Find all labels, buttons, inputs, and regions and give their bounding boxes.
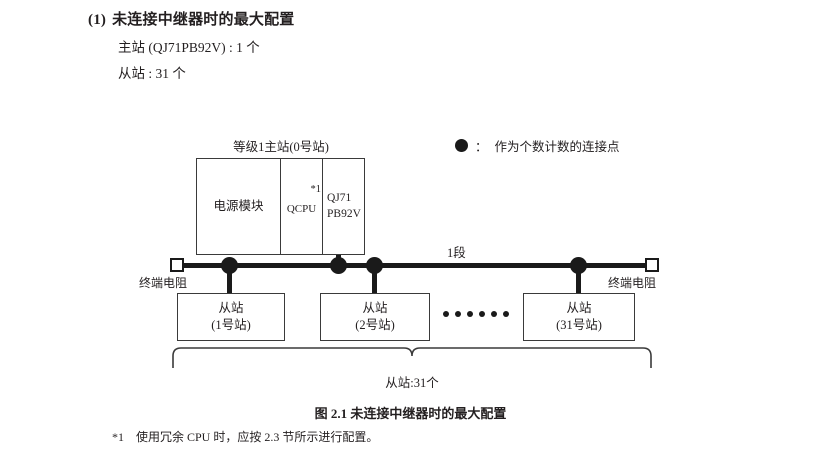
spec-master-count: 主站 (QJ71PB92V) : 1 个 bbox=[118, 40, 260, 55]
legend-text: 作为个数计数的连接点 bbox=[494, 140, 620, 154]
terminating-resistor-right-label: 终端电阻 bbox=[608, 276, 657, 290]
cpu-footnote-marker: *1 bbox=[310, 184, 322, 195]
legend-separator: ： bbox=[475, 140, 488, 154]
ellipsis-dot bbox=[491, 311, 497, 317]
slave-group-brace bbox=[172, 347, 652, 368]
ellipsis-dot bbox=[455, 311, 461, 317]
network-module-line2: PB92V bbox=[327, 207, 361, 220]
spec-slave-count: 从站 : 31 个 bbox=[118, 66, 186, 81]
slave-label-line2: (2号站) bbox=[355, 318, 395, 332]
segment-label: 1段 bbox=[447, 246, 466, 260]
footnote-text: 使用冗余 CPU 时，应按 2.3 节所示进行配置。 bbox=[136, 430, 379, 444]
ellipsis-dots bbox=[443, 311, 509, 317]
master-station-caption: 等级1主站(0号站) bbox=[233, 140, 329, 154]
section-title-text: 未连接中继器时的最大配置 bbox=[112, 12, 295, 28]
ellipsis-dot bbox=[443, 311, 449, 317]
ellipsis-dot bbox=[503, 311, 509, 317]
slave-1-drop-line bbox=[227, 265, 232, 295]
cpu-module-cell: QCPU *1 bbox=[281, 159, 323, 254]
figure-caption: 图 2.1 未连接中继器时的最大配置 bbox=[314, 406, 507, 421]
slave-label-line2: (1号站) bbox=[211, 318, 251, 332]
slave-label-line1: 从站 bbox=[218, 301, 244, 316]
terminating-resistor-right bbox=[645, 258, 659, 272]
cpu-module-label: QCPU bbox=[286, 202, 317, 215]
slave-label-line1: 从站 bbox=[566, 301, 592, 316]
power-module-label: 电源模块 bbox=[213, 198, 264, 213]
power-module-cell: 电源模块 bbox=[197, 159, 281, 254]
slave-label-line1: 从站 bbox=[362, 301, 388, 316]
ellipsis-dot bbox=[479, 311, 485, 317]
trunk-bus-line bbox=[178, 263, 652, 268]
slave-31-drop-line bbox=[576, 265, 581, 295]
slave-label-line2: (31号站) bbox=[556, 318, 602, 332]
slave-station-box: 从站 (2号站) bbox=[320, 293, 430, 341]
section-number: (1) bbox=[88, 12, 107, 28]
network-module-line1: QJ71 bbox=[327, 191, 352, 204]
terminating-resistor-left bbox=[170, 258, 184, 272]
section-heading: (1) 未连接中继器时的最大配置 bbox=[88, 8, 295, 29]
footnote: *1 使用冗余 CPU 时，应按 2.3 节所示进行配置。 bbox=[112, 428, 378, 445]
slave-group-label: 从站:31个 bbox=[385, 376, 439, 390]
slave-2-drop-line bbox=[372, 265, 377, 295]
legend: ： 作为个数计数的连接点 bbox=[455, 136, 620, 155]
slave-station-box: 从站 (1号站) bbox=[177, 293, 285, 341]
ellipsis-dot bbox=[467, 311, 473, 317]
footnote-marker: *1 bbox=[112, 430, 124, 444]
terminating-resistor-left-label: 终端电阻 bbox=[139, 276, 188, 290]
connection-point-master bbox=[330, 257, 347, 274]
slave-station-box: 从站 (31号站) bbox=[523, 293, 635, 341]
filled-circle-icon bbox=[455, 139, 468, 152]
